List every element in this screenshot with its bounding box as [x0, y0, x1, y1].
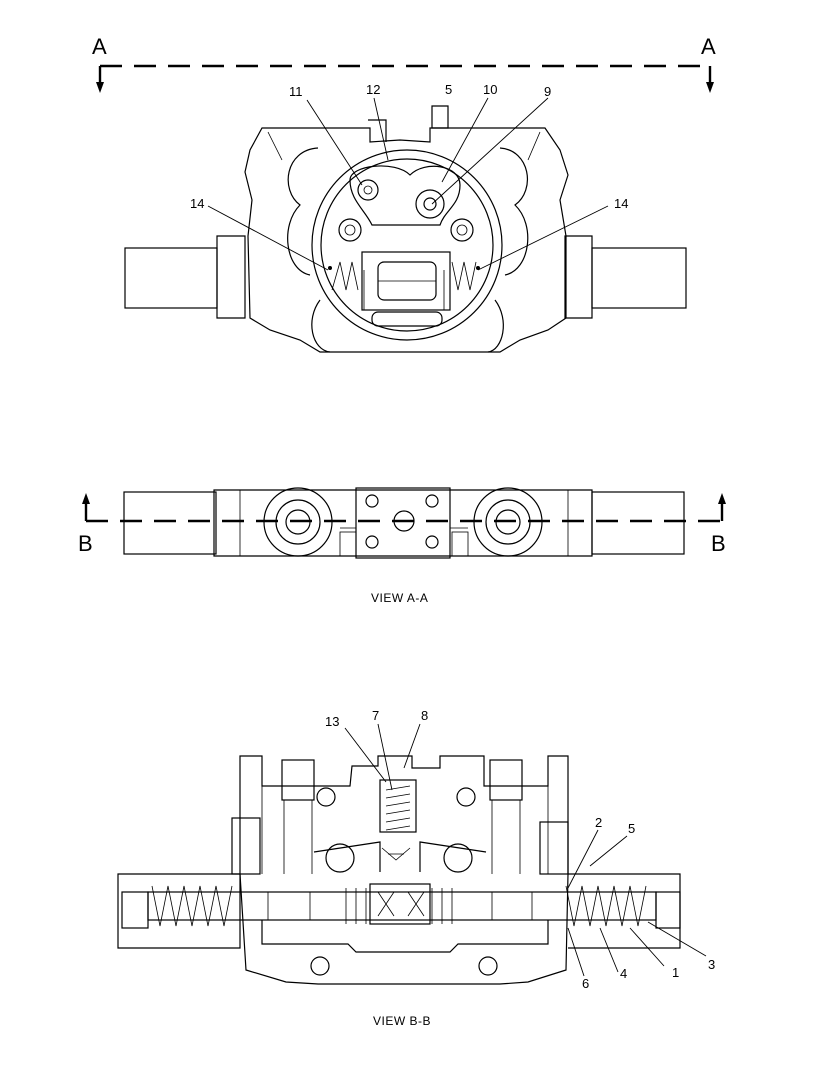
callout-8: 8: [421, 708, 428, 723]
callout-2: 2: [595, 815, 602, 830]
section-a-right-label: A: [701, 34, 716, 59]
callout-14-right: 14: [614, 196, 628, 211]
view-bb-label: VIEW B-B: [373, 1014, 431, 1028]
callout-12: 12: [366, 82, 380, 97]
section-b-right-label: B: [711, 531, 726, 556]
callout-4: 4: [620, 966, 627, 981]
valve-top-view: [124, 105, 687, 353]
valve-side-view: [123, 487, 685, 559]
top-view-callouts: 11 12 5 10 9 14 14: [190, 82, 628, 211]
callout-14-left: 14: [190, 196, 204, 211]
callout-10: 10: [483, 82, 497, 97]
callout-5-bottom: 5: [628, 821, 635, 836]
section-b-left-label: B: [78, 531, 93, 556]
callout-1: 1: [672, 965, 679, 980]
callout-6: 6: [582, 976, 589, 991]
callout-5: 5: [445, 82, 452, 97]
view-aa-label: VIEW A-A: [371, 591, 428, 605]
section-line-b: B B: [78, 493, 726, 556]
callout-11: 11: [289, 84, 303, 99]
section-line-a: A A: [92, 34, 716, 93]
bottom-view-leaders: [344, 723, 707, 977]
valve-section-view: [117, 755, 681, 985]
callout-7: 7: [372, 708, 379, 723]
callout-13: 13: [325, 714, 339, 729]
callout-3: 3: [708, 957, 715, 972]
bottom-view-callouts: 13 7 8 2 5 3 1 4 6: [325, 708, 715, 991]
section-a-left-label: A: [92, 34, 107, 59]
callout-9: 9: [544, 84, 551, 99]
top-view-leaders: [207, 97, 609, 271]
